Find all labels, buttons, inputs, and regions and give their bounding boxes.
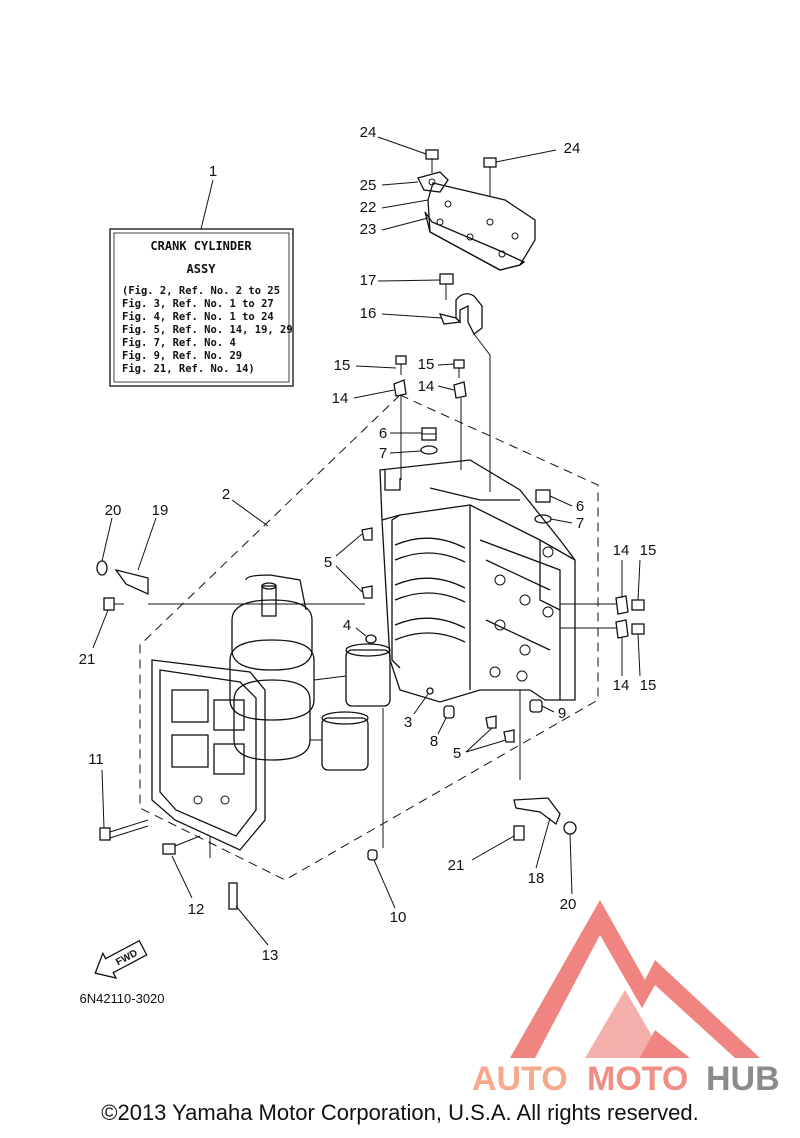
callout-20: 20 <box>105 502 122 519</box>
washer-7-top <box>420 445 438 455</box>
callout-5: 5 <box>324 554 332 571</box>
callout-14: 14 <box>613 677 630 694</box>
callout-15: 15 <box>418 356 435 373</box>
callout-12: 12 <box>188 901 205 918</box>
callout-6: 6 <box>576 498 584 515</box>
fitting-5-upper <box>361 527 373 599</box>
callout-3: 3 <box>404 714 412 731</box>
bolt-15-top-left <box>395 355 407 375</box>
callout-17: 17 <box>360 272 377 289</box>
callout-14: 14 <box>613 542 630 559</box>
plug-6-right <box>535 489 551 503</box>
plug-4 <box>365 634 377 644</box>
copyright-notice: ©2013 Yamaha Motor Corporation, U.S.A. A… <box>101 1100 699 1125</box>
watermark-text-hub: HUB <box>706 1060 780 1098</box>
callout-23: 23 <box>360 221 377 238</box>
watermark-text: AUTO MOTO HUB <box>472 1060 780 1098</box>
clip-14-top-right <box>453 381 467 470</box>
fwd-arrow-icon: FWD <box>94 939 148 979</box>
plug-6-top <box>421 427 437 441</box>
watermark-logo-icon <box>510 900 760 1058</box>
diagram-code: 6N42110-3020 <box>79 991 164 1006</box>
bolt-24-right <box>483 157 497 197</box>
clamp-16 <box>438 293 483 335</box>
callout-5: 5 <box>453 745 461 762</box>
cylinder-block <box>379 459 576 703</box>
info-box-line-2: Fig. 3, Ref. No. 1 to 27 <box>122 298 274 310</box>
bolt-24-left <box>425 149 439 173</box>
callout-21: 21 <box>79 651 96 668</box>
bracket-25 <box>417 171 449 193</box>
cap-20-right <box>563 821 577 835</box>
bolt-15-right <box>631 599 645 635</box>
clip-14-right <box>615 595 629 639</box>
bolt-21-right <box>513 825 525 841</box>
bolt-12 <box>162 835 201 855</box>
callout-21: 21 <box>448 857 465 874</box>
bolt-11 <box>99 819 149 841</box>
fitting-5-lower <box>485 715 515 743</box>
clip-14-top-left <box>393 379 407 480</box>
callout-8: 8 <box>430 733 438 750</box>
pin-10 <box>367 849 378 861</box>
callout-6: 6 <box>379 425 387 442</box>
callout-14: 14 <box>418 378 435 395</box>
callout-11: 11 <box>88 751 104 768</box>
crankshaft <box>229 574 391 771</box>
head-cover <box>424 182 536 271</box>
info-box-line-1: (Fig. 2, Ref. No. 2 to 25 <box>122 285 280 297</box>
callout-16: 16 <box>360 305 377 322</box>
assembly-outline <box>139 394 599 881</box>
bracket-18 <box>513 797 561 826</box>
bolt-17 <box>439 273 454 300</box>
info-box-title-2: ASSY <box>187 262 217 276</box>
info-box-line-4: Fig. 5, Ref. No. 14, 19, 29 <box>122 324 293 336</box>
bracket-19 <box>114 568 149 596</box>
info-box: CRANK CYLINDER ASSY (Fig. 2, Ref. No. 2 … <box>109 163 294 387</box>
callout-7: 7 <box>379 445 387 462</box>
callout-19: 19 <box>152 502 169 519</box>
callout-14: 14 <box>332 390 349 407</box>
callout-15: 15 <box>640 677 657 694</box>
watermark-text-auto: AUTO <box>472 1060 568 1098</box>
callout-13: 13 <box>262 947 279 964</box>
bolt-15-top-right <box>453 359 465 378</box>
callout-20: 20 <box>560 896 577 913</box>
callout-4: 4 <box>343 617 351 634</box>
leader-lines <box>92 136 641 946</box>
callout-labels: 24 24 25 22 23 17 16 15 15 14 14 6 7 6 7… <box>79 124 657 964</box>
callout-10: 10 <box>390 909 407 926</box>
info-box-line-3: Fig. 4, Ref. No. 1 to 24 <box>122 311 274 323</box>
info-box-line-5: Fig. 7, Ref. No. 4 <box>122 337 236 349</box>
callout-15: 15 <box>334 357 351 374</box>
info-box-line-6: Fig. 9, Ref. No. 29 <box>122 350 242 362</box>
stud-13 <box>228 882 238 910</box>
cap-20-left <box>96 560 108 576</box>
callout-22: 22 <box>360 199 377 216</box>
callout-15: 15 <box>640 542 657 559</box>
callout-18: 18 <box>528 870 545 887</box>
info-box-line-7: Fig. 21, Ref. No. 14) <box>122 363 255 375</box>
plug-9 <box>529 699 543 713</box>
callout-2: 2 <box>222 486 230 503</box>
pin-3 <box>426 687 434 695</box>
callout-24: 24 <box>564 140 581 157</box>
watermark-text-moto: MOTO <box>587 1060 688 1098</box>
plug-8 <box>443 705 455 719</box>
bolt-21-left <box>103 597 124 611</box>
callout-24: 24 <box>360 124 377 141</box>
callout-1: 1 <box>209 163 217 180</box>
callout-9: 9 <box>558 705 566 722</box>
callout-25: 25 <box>360 177 377 194</box>
info-box-title-1: CRANK CYLINDER <box>150 239 252 253</box>
callout-7: 7 <box>576 515 584 532</box>
crankcase-half <box>151 659 266 851</box>
